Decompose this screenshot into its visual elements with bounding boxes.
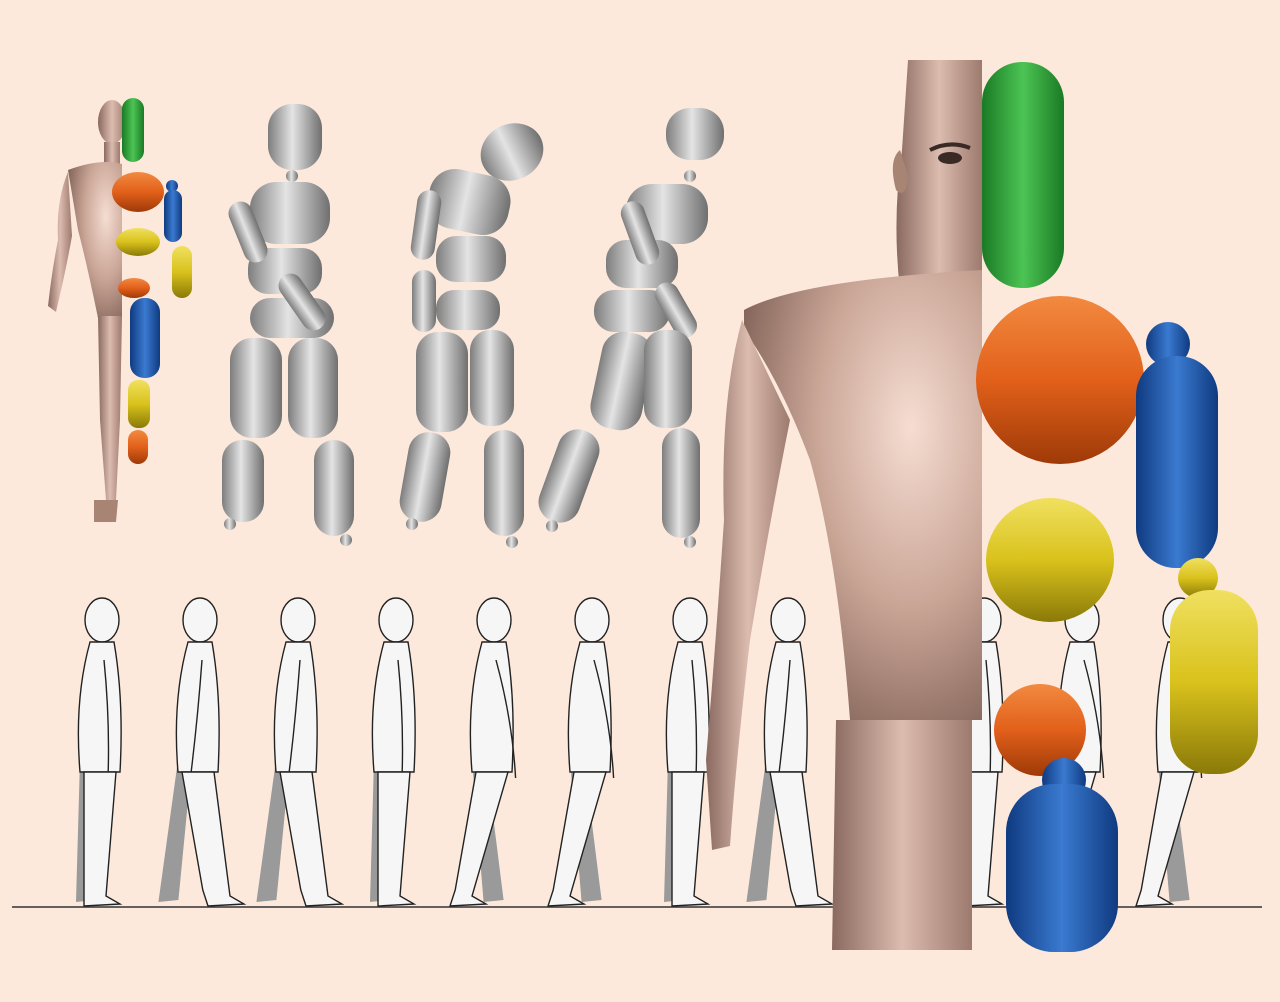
segmented-half-large: [976, 62, 1258, 952]
walk-silhouette: [746, 598, 832, 906]
walk-silhouette: [158, 598, 244, 906]
mannequin-upright: [222, 104, 354, 546]
walk-silhouette: [370, 598, 415, 906]
walk-silhouette: [256, 598, 342, 906]
skin-half-large: [706, 60, 982, 950]
mannequin-crouched: [533, 108, 724, 548]
segmented-half-small: [112, 98, 192, 464]
walk-silhouette: [450, 598, 516, 906]
skin-half-small: [48, 100, 126, 522]
mannequin-bent-forward: [397, 113, 553, 548]
walk-silhouette: [76, 598, 121, 906]
walk-silhouette: [548, 598, 614, 906]
walk-silhouette: [664, 598, 709, 906]
split-figure-small: [48, 98, 192, 522]
